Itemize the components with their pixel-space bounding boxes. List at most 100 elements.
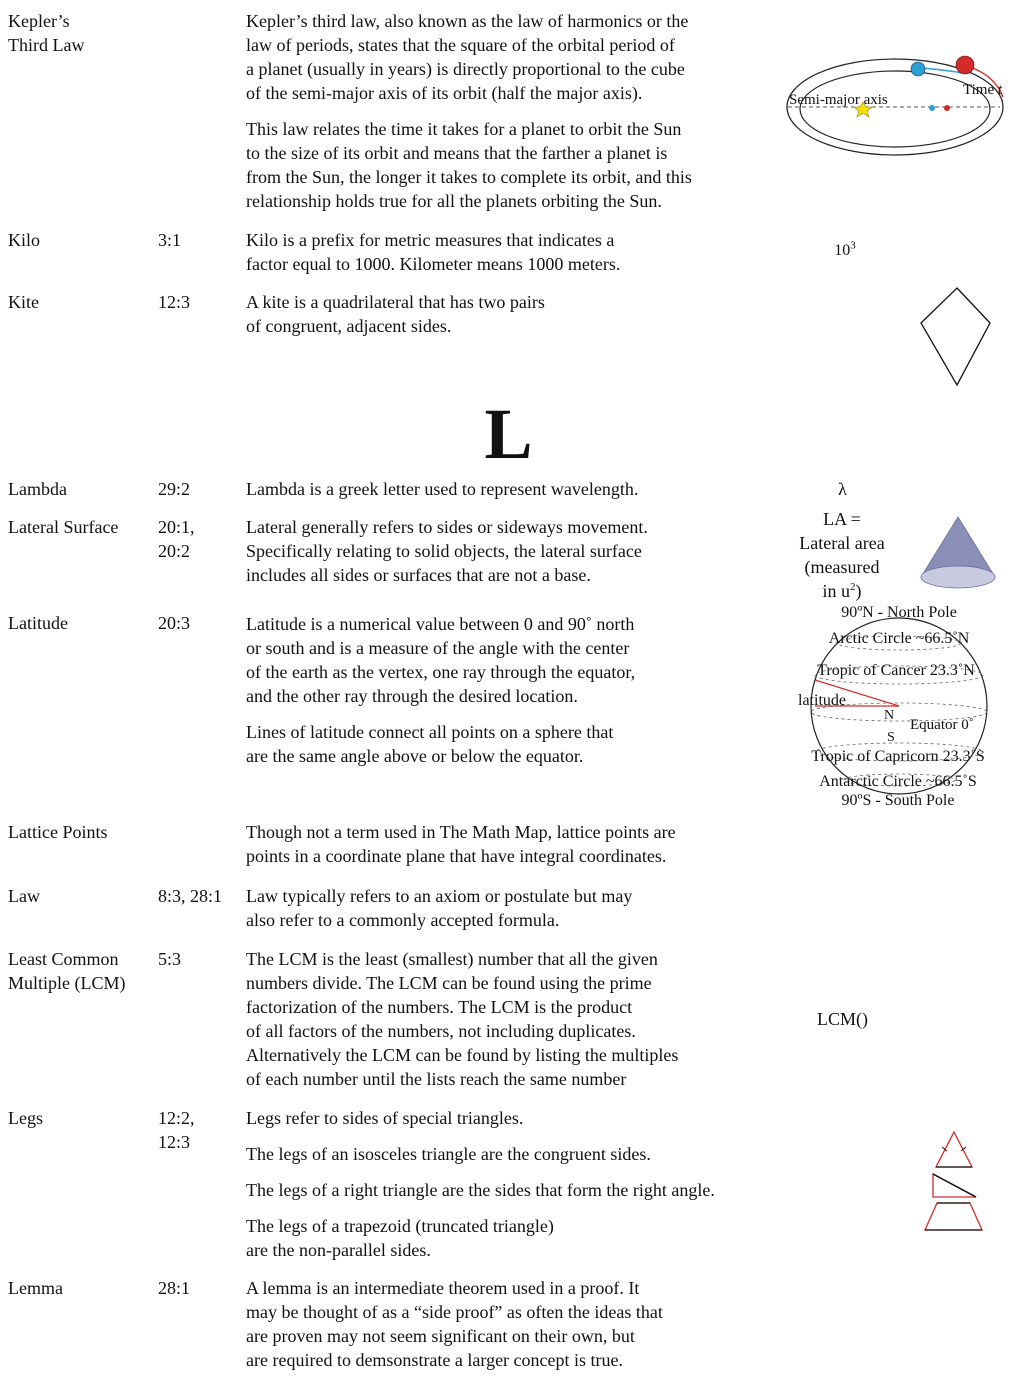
lateral-area-caption: LA = Lateral area (measured in u2): [786, 507, 898, 603]
def-latitude-p1: Latitude is a numerical value between 0 …: [246, 614, 636, 706]
def-lateral-p1: Lateral generally refers to sides or sid…: [246, 517, 648, 585]
kilo-base: 10: [834, 242, 851, 259]
latitude-label: latitude: [798, 692, 846, 709]
def-kite: A kite is a quadrilateral that has two p…: [246, 290, 776, 350]
def-lemma-p1: A lemma is an intermediate theorem used …: [246, 1278, 663, 1370]
term-lattice-points: Lattice Points: [8, 822, 108, 842]
ref-lateral-line1: 20:1,: [158, 517, 195, 537]
equator-line: [810, 702, 988, 722]
lambda-symbol: λ: [838, 479, 847, 499]
semi-major-axis-label: Semi-major axis: [789, 92, 888, 108]
term-lemma: Lemma: [8, 1278, 63, 1298]
inner-orbit: [799, 70, 991, 148]
ref-lemma: 28:1: [158, 1278, 191, 1298]
def-lemma: A lemma is an intermediate theorem used …: [246, 1276, 776, 1384]
ref-law: 8:3, 28:1: [158, 886, 223, 906]
la-line3: (measured: [804, 557, 880, 577]
legs-triangles-figure: [923, 1130, 984, 1231]
def-lateral-surface: Lateral generally refers to sides or sid…: [246, 515, 776, 599]
def-legs: Legs refer to sides of special triangles…: [246, 1106, 786, 1274]
sun-icon: [853, 101, 873, 118]
def-kepler-p1: Kepler’s third law, also known as the la…: [246, 11, 689, 103]
def-lattice-p1: Though not a term used in The Math Map, …: [246, 822, 676, 866]
term-law: Law: [8, 886, 40, 906]
def-legs-p2: The legs of an isosceles triangle are th…: [246, 1144, 651, 1164]
def-kite-p1: A kite is a quadrilateral that has two p…: [246, 292, 545, 336]
la-line1: LA =: [823, 509, 861, 529]
def-lattice-points: Though not a term used in The Math Map, …: [246, 820, 776, 880]
arctic-circle-label: Arctic Circle ~66.5˚N: [829, 630, 970, 647]
def-legs-p1: Legs refer to sides of special triangles…: [246, 1108, 524, 1128]
equator-label: Equator 0˚: [910, 717, 974, 733]
def-law: Law typically refers to an axiom or post…: [246, 884, 776, 944]
trapezoid-icon: [923, 1202, 984, 1231]
la-line4: in u2): [822, 581, 862, 601]
term-lambda: Lambda: [8, 479, 67, 499]
globe-outline: [810, 617, 988, 795]
def-kepler-p2: This law relates the time it takes for a…: [246, 119, 692, 211]
north-pole-label: 90ºN - North Pole: [841, 604, 957, 621]
def-lambda-p1: Lambda is a greek letter used to represe…: [246, 479, 639, 499]
ref-latitude: 20:3: [158, 613, 191, 633]
latitude-globe-figure: 90ºN - North Pole Arctic Circle ~66.5˚N …: [798, 604, 988, 809]
ref-lambda: 29:2: [158, 479, 191, 499]
term-kepler-line2: Third Law: [8, 35, 85, 55]
south-pole-label: 90ºS - South Pole: [842, 792, 955, 809]
def-lcm: The LCM is the least (smallest) number t…: [246, 947, 776, 1103]
term-lcm-line1: Least Common: [8, 949, 119, 969]
isosceles-triangle-icon: [934, 1130, 974, 1168]
tropic-cancer-line: [814, 665, 984, 685]
def-legs-p4: The legs of a trapezoid (truncated trian…: [246, 1216, 554, 1260]
kite-shape-icon: [920, 287, 991, 387]
term-lcm: Least Common Multiple (LCM): [8, 947, 153, 995]
outer-arc: [969, 66, 1004, 98]
kilo-exponent: 3: [850, 239, 856, 252]
arctic-circle-line: [836, 635, 962, 651]
def-law-p1: Law typically refers to an axiom or post…: [246, 886, 633, 930]
tropic-capricorn-line: [814, 742, 984, 762]
def-latitude-p2: Lines of latitude connect all points on …: [246, 722, 614, 766]
term-kilo: Kilo: [8, 230, 41, 250]
term-lcm-line2: Multiple (LCM): [8, 973, 126, 993]
la-line2: Lateral area: [799, 533, 885, 553]
cone-icon: [920, 516, 996, 589]
blue-focus-dot: [929, 105, 935, 111]
term-latitude: Latitude: [8, 613, 68, 633]
term-kite: Kite: [8, 292, 39, 312]
def-kepler: Kepler’s third law, also known as the la…: [246, 9, 776, 225]
red-planet-icon: [955, 55, 975, 75]
def-kilo: Kilo is a prefix for metric measures tha…: [246, 228, 776, 288]
ref-legs-line1: 12:2,: [158, 1108, 195, 1128]
antarctic-circle-line: [842, 773, 956, 787]
south-marker: S: [887, 730, 895, 745]
tropic-cancer-label: Tropic of Cancer 23.3˚N: [817, 662, 975, 679]
kilo-power-figure: 103: [810, 239, 880, 263]
ref-kilo: 3:1: [158, 230, 182, 250]
section-letter-heading: L: [484, 394, 533, 474]
north-marker: N: [884, 708, 894, 723]
ref-legs: 12:2, 12:3: [158, 1106, 238, 1154]
def-lambda: Lambda is a greek letter used to represe…: [246, 477, 776, 513]
def-kilo-p1: Kilo is a prefix for metric measures tha…: [246, 230, 621, 274]
tropic-capricorn-label: Tropic of Capricorn 23.3˚S: [811, 748, 985, 765]
kepler-orbit-figure: Semi-major axis Time t: [786, 55, 1004, 156]
ref-lateral-surface: 20:1, 20:2: [158, 515, 238, 563]
ref-lcm: 5:3: [158, 949, 182, 969]
ref-legs-line2: 12:3: [158, 1132, 191, 1152]
term-legs: Legs: [8, 1108, 43, 1128]
term-kepler-line1: Kepler’s: [8, 11, 70, 31]
term-kepler: Kepler’s Third Law: [8, 9, 153, 57]
red-focus-dot: [944, 105, 950, 111]
lcm-notation: LCM(): [817, 1009, 868, 1029]
blue-planet-icon: [910, 61, 926, 77]
antarctic-circle-label: Antarctic Circle ~66.5˚S: [819, 773, 977, 790]
def-lcm-p1: The LCM is the least (smallest) number t…: [246, 949, 679, 1089]
latitude-ray: [814, 679, 900, 707]
term-lateral-surface: Lateral Surface: [8, 517, 119, 537]
outer-orbit: [786, 58, 1004, 156]
ref-lateral-line2: 20:2: [158, 541, 191, 561]
time-label: Time t: [963, 82, 1003, 98]
ref-kite: 12:3: [158, 292, 191, 312]
def-latitude: Latitude is a numerical value between 0 …: [246, 612, 776, 780]
def-legs-p3: The legs of a right triangle are the sid…: [246, 1180, 715, 1200]
